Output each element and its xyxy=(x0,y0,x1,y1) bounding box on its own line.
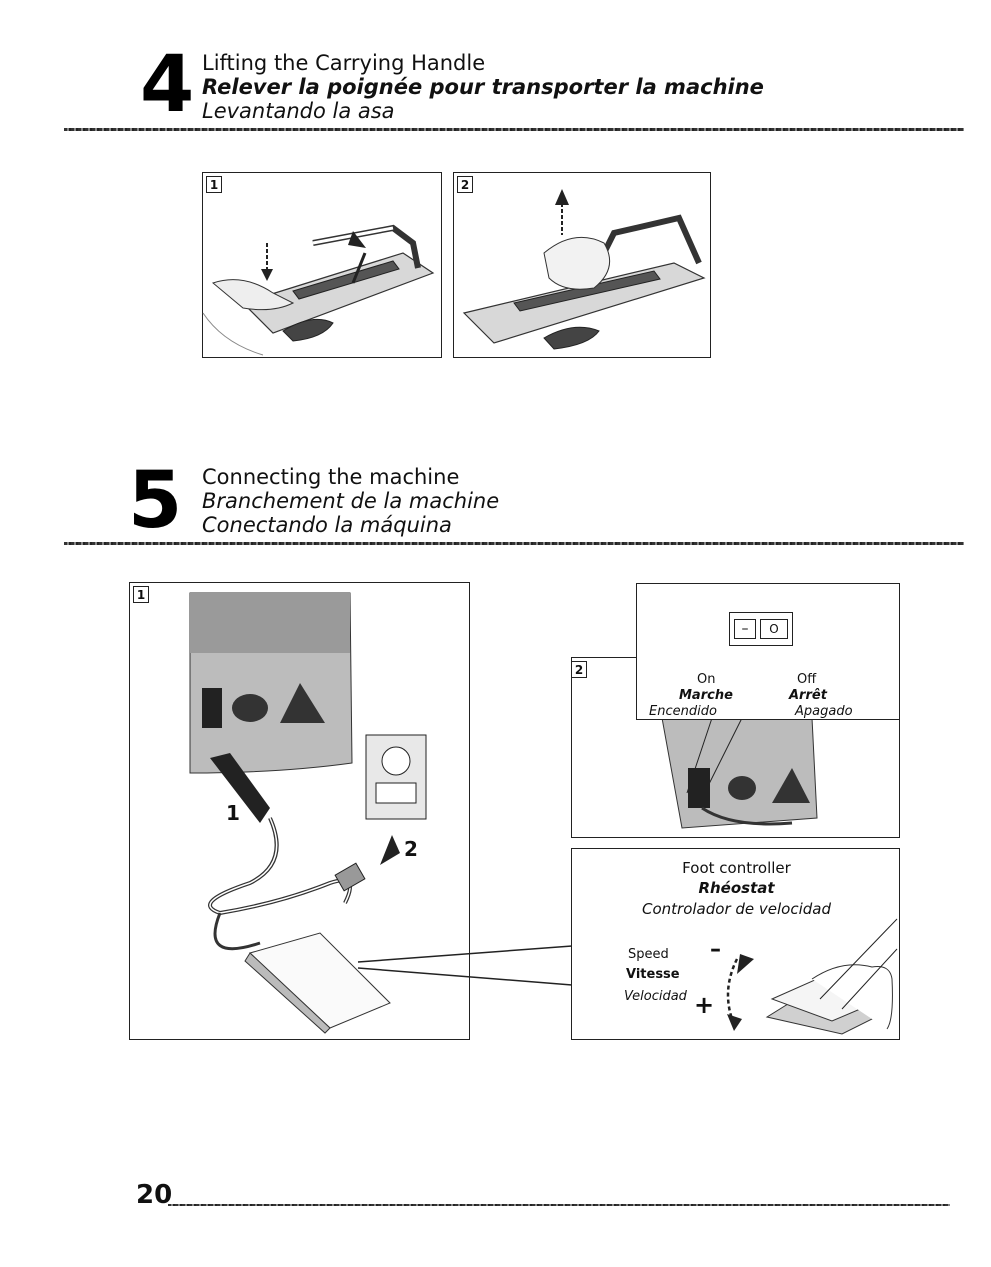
rocker-switch: – O xyxy=(729,612,793,646)
power-switch-panel: – O On Marche Encendido Off Arrêt Apagad… xyxy=(636,583,900,720)
figure-badge: 2 xyxy=(571,661,587,678)
switch-off-fr: Arrêt xyxy=(789,688,827,703)
switch-on-es: Encendido xyxy=(649,704,717,719)
figure-badge: 1 xyxy=(206,176,222,193)
switch-off-en: Off xyxy=(797,672,817,687)
switch-on-side: – xyxy=(734,619,756,639)
callout-1: 1 xyxy=(226,801,240,825)
section5-title-es: Conectando la máquina xyxy=(202,513,452,537)
step-number-5: 5 xyxy=(128,456,183,546)
machine-side-illustration xyxy=(661,717,818,829)
machine-and-cord-illustration xyxy=(189,592,427,1034)
callout-2: 2 xyxy=(404,837,418,861)
step-number-4: 4 xyxy=(140,40,195,130)
section4-title-fr: Relever la poignée pour transporter la m… xyxy=(202,75,764,99)
handle-illustration-1 xyxy=(202,224,435,356)
handle-illustration-2 xyxy=(462,189,706,350)
handle-figure-2: 2 xyxy=(453,172,711,358)
handle-figure-1: 1 xyxy=(202,172,442,358)
foot-pedal-illustration xyxy=(726,918,898,1035)
figure-badge: 2 xyxy=(457,176,473,193)
speed-minus-sign: – xyxy=(710,937,721,962)
speed-label-en: Speed xyxy=(628,947,669,962)
figure-badge: 1 xyxy=(133,586,149,603)
foot-controller-title-fr: Rhéostat xyxy=(698,879,775,897)
switch-on-fr: Marche xyxy=(679,688,733,703)
switch-off-side: O xyxy=(760,619,788,639)
foot-controller-title-es: Controlador de velocidad xyxy=(642,900,831,918)
connection-figure-1: 1 1 2 xyxy=(129,582,470,1040)
section4-title-es: Levantando la asa xyxy=(202,99,395,123)
footer-rule xyxy=(168,1204,950,1206)
foot-controller-title-en: Foot controller xyxy=(682,859,791,877)
foot-controller-panel: Foot controller Rhéostat Controlador de … xyxy=(571,848,900,1040)
speed-label-fr: Vitesse xyxy=(626,967,680,982)
switch-on-en: On xyxy=(697,672,716,687)
section4-title-en: Lifting the Carrying Handle xyxy=(202,51,486,75)
switch-off-es: Apagado xyxy=(795,704,853,719)
section4-divider xyxy=(64,128,964,131)
section5-divider xyxy=(64,542,964,545)
section5-title-fr: Branchement de la machine xyxy=(202,489,500,513)
page-number: 20 xyxy=(136,1180,173,1210)
speed-label-es: Velocidad xyxy=(624,989,687,1004)
section5-title-en: Connecting the machine xyxy=(202,465,460,489)
speed-plus-sign: + xyxy=(694,991,715,1019)
